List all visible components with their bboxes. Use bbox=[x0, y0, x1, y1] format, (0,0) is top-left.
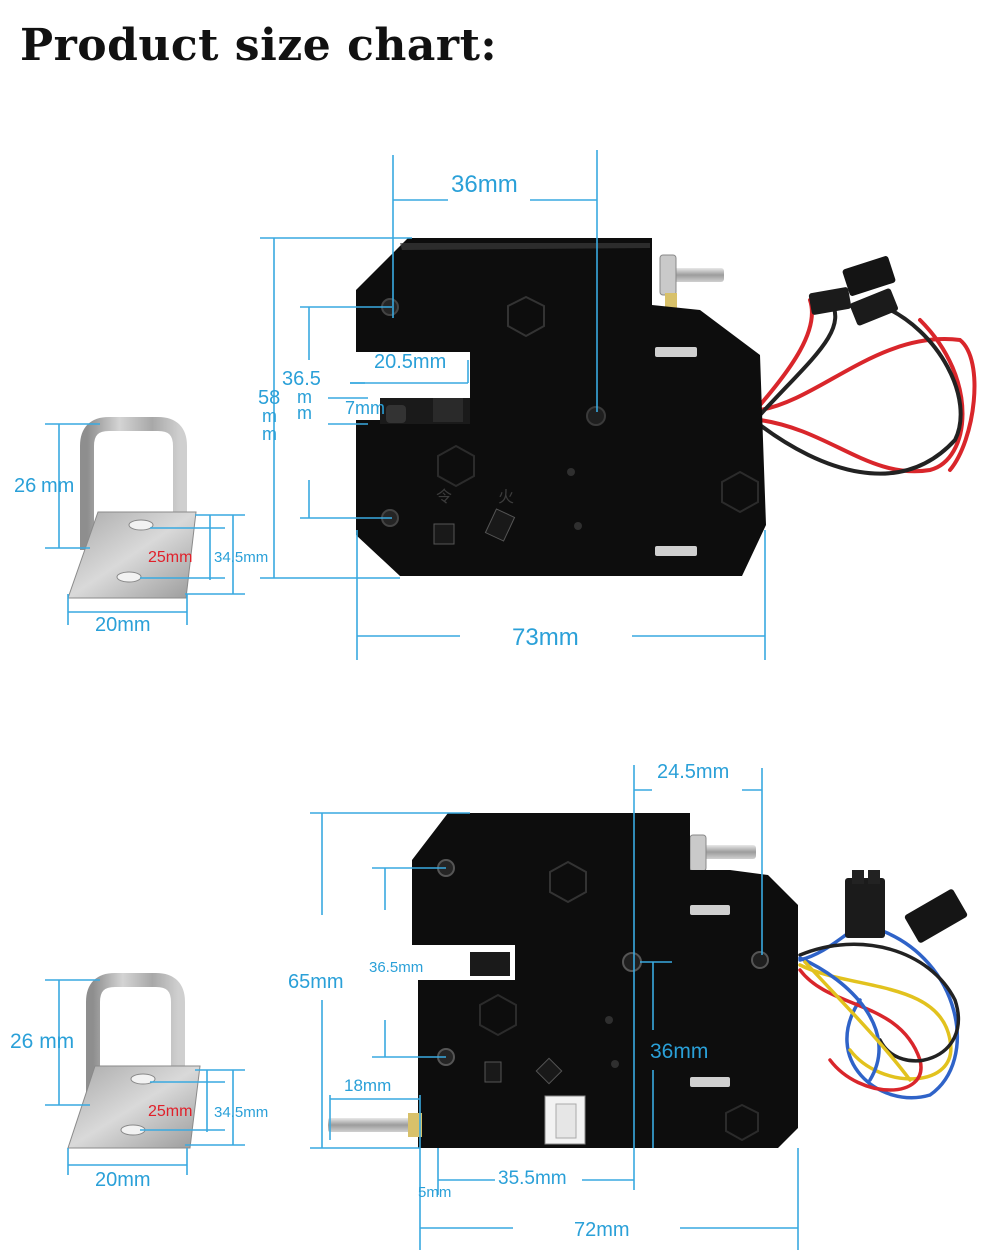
dim-outer-height-unit-1: m bbox=[262, 406, 277, 426]
dim-bracket-hole-spacing: 25mm bbox=[148, 549, 192, 566]
top-lock-hex-nut bbox=[507, 295, 545, 338]
dim-hole-spacing: 36.5mm bbox=[369, 959, 423, 976]
dim-slot-width: 20.5mm bbox=[374, 351, 446, 373]
top-lock-connector bbox=[808, 256, 898, 326]
bottom-lock-body bbox=[412, 813, 798, 1148]
dim-inner-height-unit-2: m bbox=[297, 403, 312, 423]
dim-outer-height: 58 bbox=[258, 387, 280, 409]
svg-text:令: 令 bbox=[436, 487, 452, 506]
top-lock-dimensions bbox=[260, 150, 766, 660]
dim-right-height: 36mm bbox=[650, 1040, 708, 1063]
top-bracket-labels: 26 mm 25mm 34.5mm 20mm bbox=[14, 475, 268, 636]
svg-text:火: 火 bbox=[498, 487, 514, 506]
dim-bracket-height: 26 bbox=[14, 475, 36, 497]
dim-inner-height: 36.5 bbox=[282, 368, 321, 390]
dim-total-width: 73mm bbox=[512, 624, 579, 651]
dim-bracket-width: 20mm bbox=[95, 614, 151, 636]
top-lock-body bbox=[356, 238, 766, 576]
bottom-lock-wires bbox=[798, 922, 960, 1100]
top-bracket bbox=[67, 417, 197, 599]
dim-bottom-bracket-width: 20mm bbox=[95, 1169, 151, 1191]
bottom-bracket-plate bbox=[67, 1065, 201, 1149]
bottom-lock-labels: 24.5mm 65mm 36.5mm 36mm 18mm 5mm 35.5mm … bbox=[288, 761, 729, 1241]
dim-top-width: 36mm bbox=[451, 171, 518, 198]
bottom-lock-pin bbox=[328, 1118, 420, 1132]
top-lock-plunger bbox=[659, 254, 724, 311]
top-lock-labels: 36mm 20.5mm 36.5 m m 58 m m 7mm 73mm bbox=[258, 171, 579, 651]
dim-bottom-bracket-total-height: 34.5mm bbox=[214, 1104, 268, 1121]
bottom-bracket bbox=[67, 973, 201, 1149]
page-title: Product size chart: bbox=[20, 20, 498, 71]
dim-pin-length: 18mm bbox=[344, 1076, 391, 1095]
dim-inner-height-unit-1: m bbox=[297, 387, 312, 407]
top-lock: 令 火 bbox=[356, 238, 977, 576]
dim-total-height: 65mm bbox=[288, 971, 344, 993]
dim-bracket-height-unit: mm bbox=[41, 475, 74, 497]
bottom-lock-dimensions bbox=[310, 765, 799, 1250]
dim-pin-offset: 5mm bbox=[418, 1184, 451, 1201]
top-bracket-dimensions bbox=[45, 423, 245, 625]
dim-bracket-total-height: 34.5mm bbox=[214, 549, 268, 566]
dim-right-offset: 24.5mm bbox=[657, 761, 729, 783]
dim-bottom-total-width: 72mm bbox=[574, 1219, 630, 1241]
bottom-bracket-dimensions bbox=[45, 979, 245, 1175]
top-bracket-plate bbox=[67, 511, 197, 599]
dim-slot-height: 7mm bbox=[345, 398, 385, 418]
dim-bottom-bracket-height: 26 mm bbox=[10, 1030, 74, 1053]
dim-center-offset: 35.5mm bbox=[498, 1168, 567, 1189]
bottom-lock-connector bbox=[845, 870, 968, 943]
top-lock-wires bbox=[758, 298, 977, 476]
dim-outer-height-unit-2: m bbox=[262, 424, 277, 444]
dim-bottom-bracket-hole-spacing: 25mm bbox=[148, 1103, 192, 1120]
bottom-bracket-labels: 26 mm 25mm 34.5mm 20mm bbox=[10, 1030, 268, 1191]
bottom-lock bbox=[328, 813, 968, 1148]
